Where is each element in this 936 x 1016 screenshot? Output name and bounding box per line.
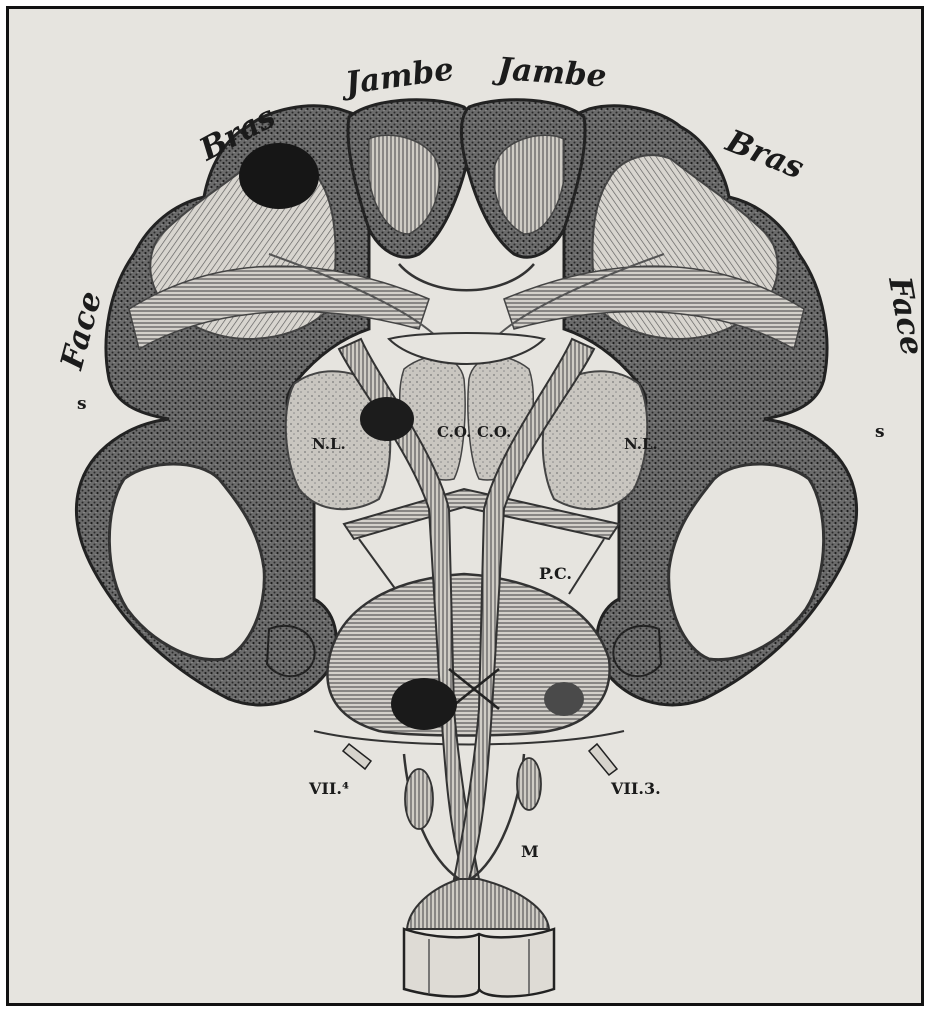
olive-left	[405, 769, 433, 829]
spinal-cord	[404, 879, 554, 997]
label-s-left: s	[77, 394, 87, 414]
label-co-left: C.O.	[437, 423, 471, 441]
label-nl-left: N.L.	[312, 435, 346, 453]
olive-right	[517, 758, 541, 810]
label-nl-right: N.L.	[624, 435, 658, 453]
ventricle	[389, 333, 544, 364]
label-face-right: Face	[881, 273, 921, 358]
label-m: M	[521, 842, 539, 861]
nerve-root-vii-right	[589, 744, 617, 775]
label-jambe-left: Jambe	[338, 51, 456, 103]
lesion-pons-left	[391, 678, 457, 730]
label-co-right: C.O.	[477, 423, 511, 441]
label-vii-right: VII.3.	[610, 779, 661, 798]
lesion-capsule	[360, 397, 414, 441]
label-vii-left: VII.⁴	[308, 779, 349, 798]
nerve-root-vii-left	[343, 744, 371, 769]
label-face-left: Face	[54, 287, 109, 374]
label-jambe-right: Jambe	[491, 51, 607, 95]
medial-gyri	[348, 100, 585, 291]
brain-section-illustration: Jambe Jambe Bras Bras Face Face s s N.L.…	[9, 9, 921, 1003]
label-pc: P.C.	[539, 564, 572, 583]
label-bras-right: Bras	[720, 123, 809, 187]
lesion-pons-right	[544, 682, 584, 716]
figure-frame: Jambe Jambe Bras Bras Face Face s s N.L.…	[6, 6, 924, 1006]
lesion-cortex	[239, 143, 319, 209]
label-s-right: s	[875, 422, 885, 442]
